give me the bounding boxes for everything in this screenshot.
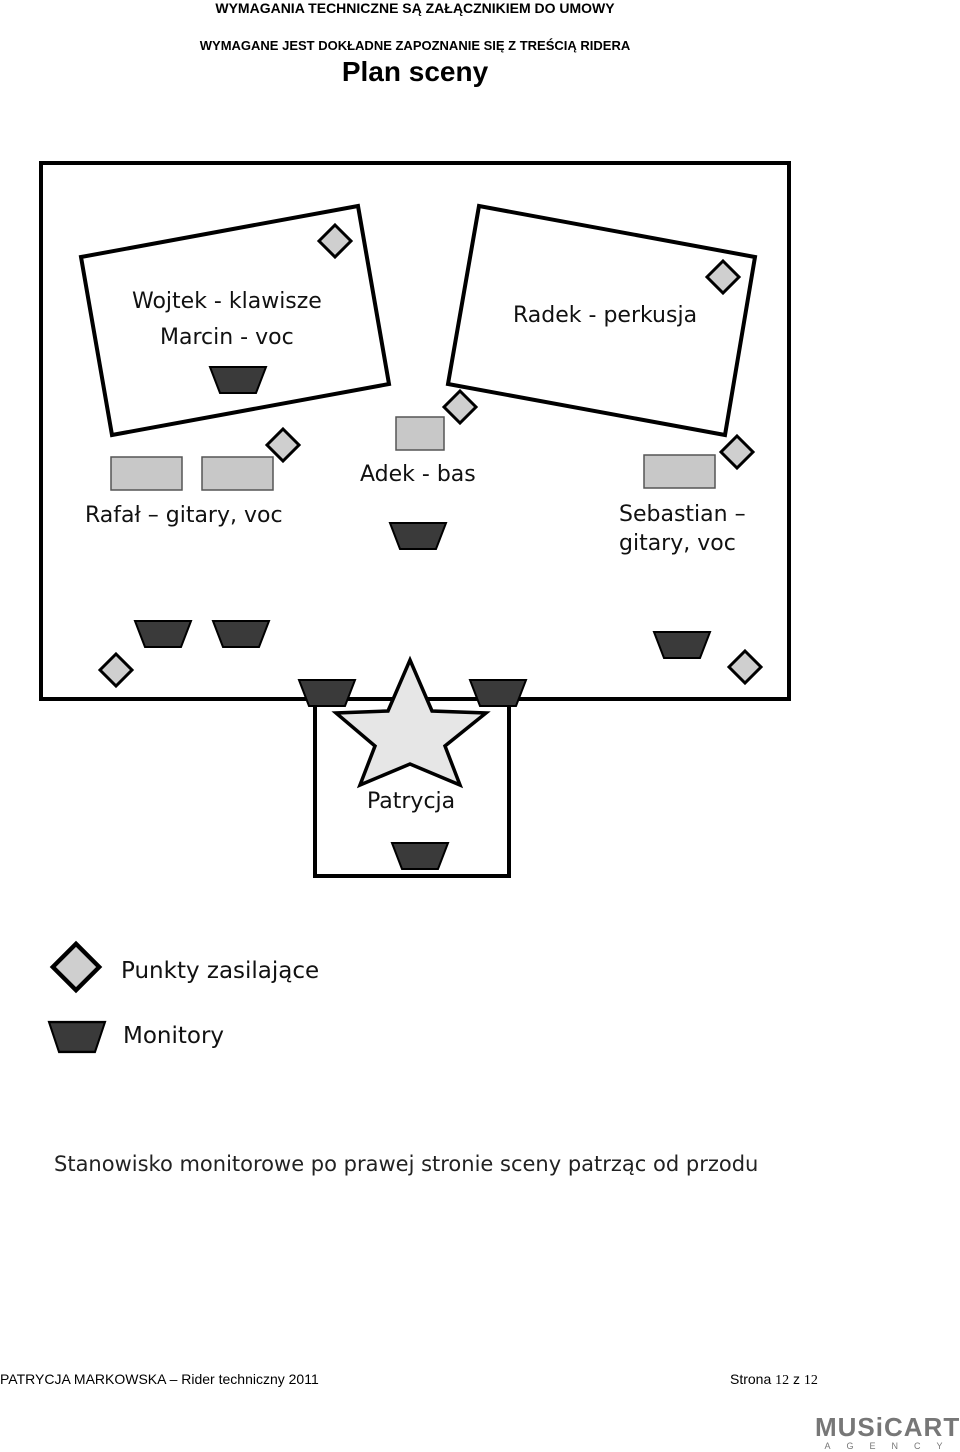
- amp-sebastian: [643, 454, 716, 489]
- label-marcin: Marcin - voc: [160, 325, 294, 350]
- monitor-wedge: [653, 631, 711, 659]
- monitor-position-note: Stanowisko monitorowe po prawej stronie …: [54, 1152, 759, 1176]
- amp-adek: [395, 416, 445, 451]
- power-point-diamond: [719, 434, 755, 470]
- lead-vocal-star: [331, 655, 491, 789]
- footer-page-number: Strona 12 z 12: [730, 1371, 818, 1389]
- legend-power-label: Punkty zasilające: [121, 958, 319, 984]
- power-point-diamond: [265, 427, 301, 463]
- footer-page-total: 12: [803, 1373, 818, 1388]
- power-point-diamond: [727, 649, 763, 685]
- monitor-wedge: [469, 679, 527, 707]
- monitor-wedge: [389, 522, 447, 550]
- drum-riser: [445, 203, 758, 438]
- catwalk-outline: [313, 699, 511, 878]
- footer-page-current: 12: [775, 1373, 790, 1388]
- monitor-wedge: [134, 620, 192, 648]
- logo-subtitle: AGENCY: [824, 1441, 959, 1451]
- legend-power-icon: [53, 944, 99, 990]
- power-point-diamond: [442, 389, 478, 425]
- monitor-wedge: [212, 620, 270, 648]
- keyboard-riser: [78, 203, 392, 438]
- amp-rafal-1: [110, 456, 183, 491]
- monitor-wedge: [298, 679, 356, 707]
- footer-page-label: Strona: [730, 1371, 772, 1387]
- header-requirements-notice: WYMAGANIA TECHNICZNE SĄ ZAŁĄCZNIKIEM DO …: [215, 0, 615, 16]
- header-read-rider-notice: WYMAGANE JEST DOKŁADNE ZAPOZNANIE SIĘ Z …: [199, 38, 631, 53]
- label-wojtek: Wojtek - klawisze: [132, 289, 322, 314]
- footer-rider-title: PATRYCJA MARKOWSKA – Rider techniczny 20…: [0, 1371, 319, 1387]
- musicart-logo: MUSiCART AGENCY: [815, 1414, 960, 1452]
- label-sebastian: Sebastian –: [619, 502, 746, 527]
- label-sebastian-role: gitary, voc: [619, 531, 736, 556]
- label-adek: Adek - bas: [360, 462, 476, 487]
- monitor-wedge: [209, 366, 267, 394]
- label-patrycja: Patrycja: [367, 789, 455, 814]
- label-radek: Radek - perkusja: [513, 303, 697, 328]
- footer-page-sep: z: [793, 1371, 801, 1387]
- logo-name: MUSiCART: [815, 1412, 960, 1442]
- legend-monitor-icon: [47, 1020, 107, 1054]
- monitor-wedge: [391, 842, 449, 870]
- page-title: Plan sceny: [341, 56, 489, 87]
- label-rafal: Rafał – gitary, voc: [85, 503, 283, 528]
- legend-monitor-label: Monitory: [123, 1023, 224, 1049]
- amp-rafal-2: [201, 456, 274, 491]
- power-point-diamond: [98, 652, 134, 688]
